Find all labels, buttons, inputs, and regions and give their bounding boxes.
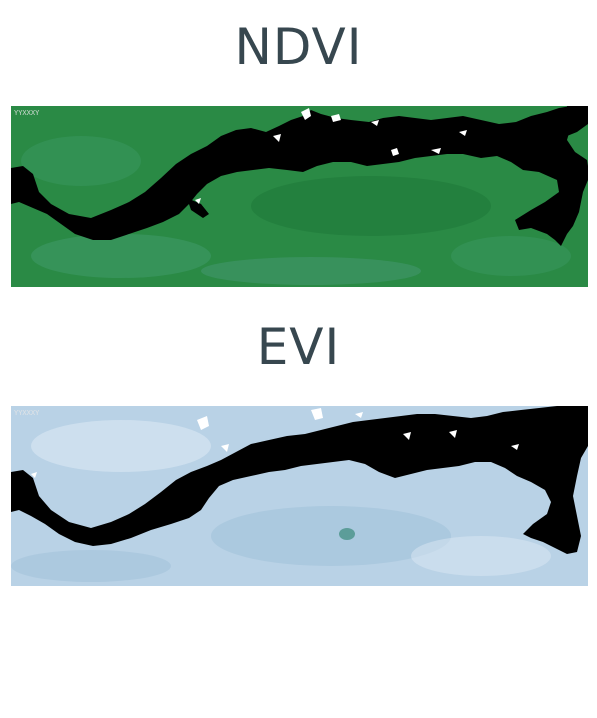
ndvi-cloud-fleck (459, 130, 467, 136)
evi-land-patch (211, 506, 451, 566)
evi-image-stamp: YYXXXY (14, 409, 40, 417)
evi-cloud-fleck (197, 416, 209, 430)
ndvi-water-inlet (187, 198, 209, 218)
ndvi-cloud-fleck (431, 148, 441, 154)
evi-land-patch (411, 536, 551, 576)
evi-land-patch (31, 420, 211, 472)
evi-title: EVI (256, 318, 341, 376)
ndvi-title: NDVI (234, 18, 363, 76)
evi-river-water (11, 406, 588, 554)
evi-map-graphic (11, 406, 588, 586)
evi-vegetation-spot (339, 528, 355, 540)
ndvi-land-patch (31, 234, 211, 278)
evi-map-image: YYXXXY (11, 406, 588, 586)
ndvi-cloud-fleck (195, 198, 201, 204)
evi-cloud-fleck (355, 412, 363, 418)
evi-cloud-fleck (31, 472, 37, 478)
evi-cloud-fleck (449, 430, 457, 438)
ndvi-cloud-fleck (301, 108, 311, 120)
ndvi-land-patch (251, 176, 491, 236)
ndvi-map-graphic (11, 106, 588, 287)
ndvi-cloud-fleck (391, 148, 399, 156)
ndvi-map-image: YYXXXY (11, 106, 588, 287)
ndvi-land-patch (201, 257, 421, 285)
ndvi-cloud-fleck (273, 134, 281, 142)
ndvi-cloud-fleck (371, 120, 379, 126)
evi-cloud-fleck (221, 444, 229, 452)
ndvi-land-patch (451, 236, 571, 276)
evi-cloud-fleck (311, 408, 323, 420)
ndvi-river-water (11, 106, 588, 246)
evi-cloud-fleck (511, 444, 519, 450)
evi-land-patch (11, 550, 171, 582)
ndvi-image-stamp: YYXXXY (14, 109, 40, 117)
ndvi-cloud-fleck (331, 114, 341, 122)
ndvi-water-corner (567, 106, 588, 136)
evi-cloud-fleck (403, 432, 411, 440)
ndvi-land-patch (21, 136, 141, 186)
